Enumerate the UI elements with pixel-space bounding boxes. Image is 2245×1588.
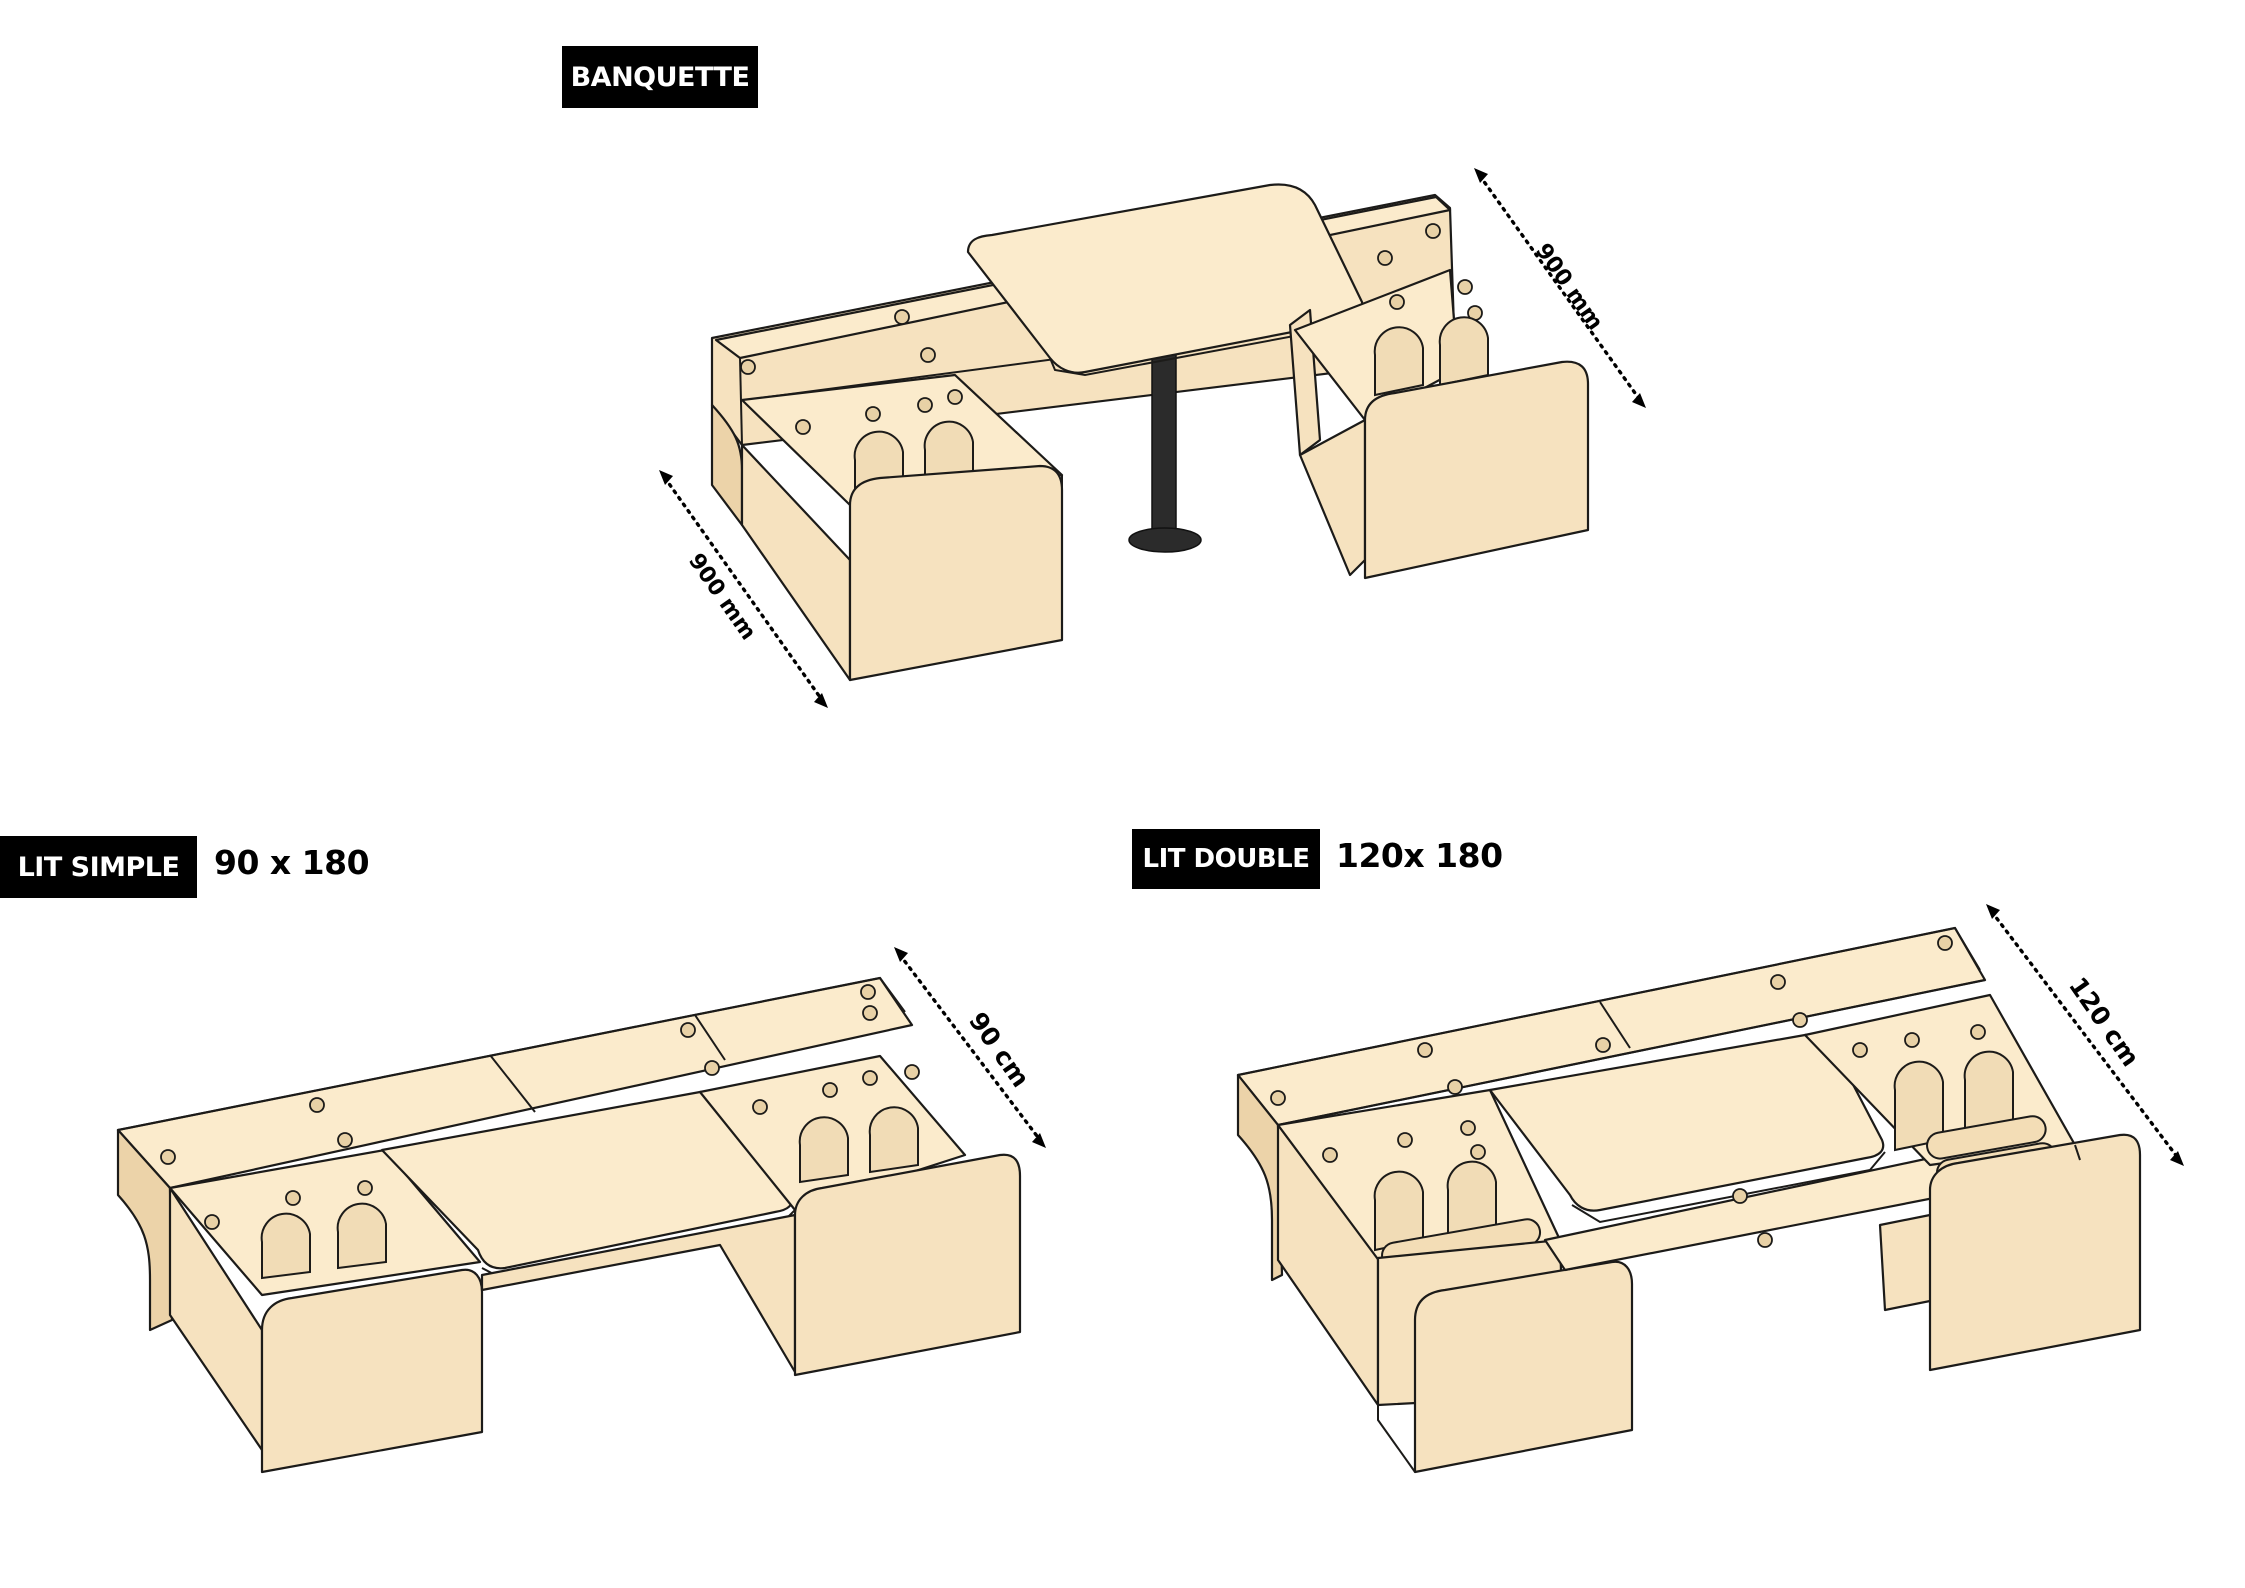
- lit-double-label: LIT DOUBLE: [1132, 829, 1320, 889]
- banquette-right-seat: [1288, 268, 1590, 580]
- banquette-label: BANQUETTE: [562, 46, 758, 108]
- lit-double-illustration: 120 cm: [1236, 904, 2184, 1474]
- lit-double-back-frame: [1236, 926, 1987, 1282]
- banquette-illustration: 900 mm 900 mm: [659, 168, 1646, 708]
- banquette-back-dimension: 900 mm: [1530, 239, 1608, 335]
- banquette-table: [966, 183, 1364, 553]
- lit-simple-label: LIT SIMPLE: [0, 836, 197, 898]
- lit-simple-back-frame: [116, 976, 914, 1332]
- lit-simple-left-seat: [168, 1148, 484, 1474]
- lit-double-right-seat: [1803, 993, 2142, 1372]
- lit-simple-illustration: 90 cm: [116, 947, 1046, 1474]
- lit-double-size: 120x 180: [1336, 836, 1503, 875]
- lit-double-center-panel: [1488, 1033, 1977, 1312]
- lit-simple-depth-dimension: 90 cm: [963, 1007, 1035, 1093]
- banquette-left-seat: [740, 373, 1064, 682]
- lit-simple-right-seat: [698, 1054, 1022, 1377]
- lit-simple-size: 90 x 180: [214, 843, 370, 882]
